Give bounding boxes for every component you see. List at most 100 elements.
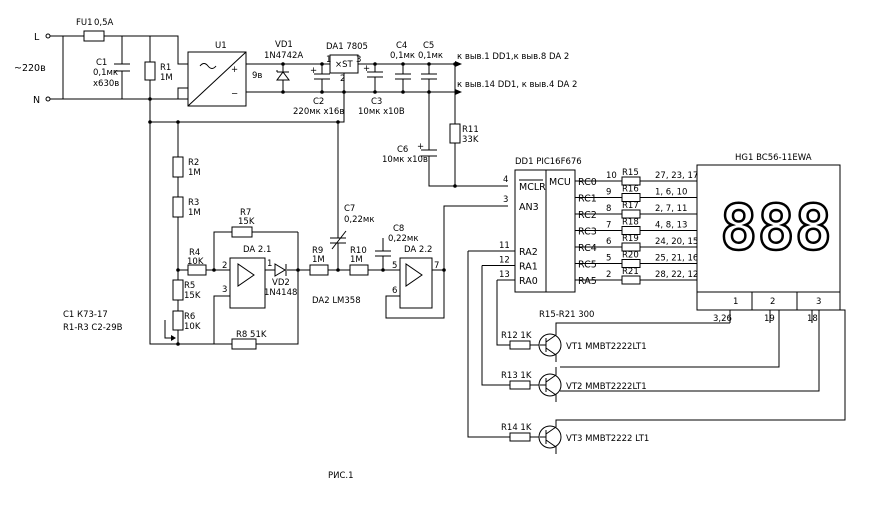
power-module-u1: + − U1 9в xyxy=(177,41,262,107)
vt2-label: VT2 MMBT2222LT1 xyxy=(566,382,647,392)
capacitor-c2: + C2 220мк х16в xyxy=(293,64,344,117)
r2-name: R2 xyxy=(188,158,199,168)
dd1-an3: AN3 xyxy=(519,202,539,213)
resistor-name: R16 xyxy=(622,185,639,195)
capacitor-c5: C5 0,1мк xyxy=(418,41,443,92)
transistor-vt1 xyxy=(538,333,562,357)
c3-value: 10мк х10В xyxy=(358,107,405,117)
resistor-r7 xyxy=(231,226,253,238)
dd1-pin3: 3 xyxy=(503,195,508,205)
c6-name: C6 xyxy=(397,145,408,155)
segment-pins: 1, 6, 10 xyxy=(655,188,687,198)
resistor-r5 xyxy=(172,279,184,301)
da21-name: DA 2.1 xyxy=(243,245,271,255)
display-pin-1: 3,26 xyxy=(713,314,732,324)
r10-value: 1М xyxy=(350,255,363,265)
mclr-network: + C6 10мк х10в R11 33K 4 xyxy=(382,64,508,188)
segment-pins: 25, 21, 16 xyxy=(655,254,698,264)
display-digits: 888 xyxy=(720,191,832,264)
transistor-vt3 xyxy=(538,425,562,449)
capacitor-c4: C4 0,1мк xyxy=(390,41,415,92)
resistor-name: R20 xyxy=(622,251,639,261)
r2-value: 1М xyxy=(188,168,201,178)
pin-number: 2 xyxy=(606,270,611,280)
resistor-r8 xyxy=(231,338,257,350)
r6-value: 10K xyxy=(184,322,201,332)
resistor-r3 xyxy=(172,196,184,218)
r1-value: 1М xyxy=(160,73,173,83)
dd1-resistor-note: R15-R21 300 xyxy=(539,310,594,320)
da1-pin2: 2 xyxy=(340,74,345,84)
segment-pins: 27, 23, 17 xyxy=(655,171,698,181)
segment-pins: 4, 8, 13 xyxy=(655,221,687,231)
da1-mark: ×ST xyxy=(335,60,354,70)
r5-value: 15K xyxy=(184,291,201,301)
mains-n-label: N xyxy=(33,95,40,106)
svg-text:−: − xyxy=(231,89,238,99)
display-cell-3: 3 xyxy=(816,297,821,307)
note-line1: C1 К73-17 xyxy=(63,310,108,320)
da22-p7: 7 xyxy=(434,261,439,271)
pin-name: RC5 xyxy=(578,260,597,271)
r11-name: R11 xyxy=(462,125,479,135)
rail-bottom-label: к выв.14 DD1, к выв.4 DA 2 xyxy=(457,80,577,90)
resistor-name: R17 xyxy=(622,201,639,211)
svg-text:+: + xyxy=(310,66,317,76)
c1-value: 0,1мк xyxy=(93,68,118,78)
pin-number: 5 xyxy=(606,254,611,264)
note-line2: R1-R3 C2-29В xyxy=(63,323,123,333)
da21-p3: 3 xyxy=(222,285,227,295)
da22-name: DA 2.2 xyxy=(404,245,432,255)
segment-pins: 2, 7, 11 xyxy=(655,204,687,214)
display-pin-2: 19 xyxy=(764,314,775,324)
da21-p1: 1 xyxy=(267,259,272,269)
c4-name: C4 xyxy=(396,41,407,51)
dd1-mclr: MCLR xyxy=(519,182,546,193)
segment-pins: 24, 20, 15 xyxy=(655,237,698,247)
vd1-value: 1N4742A xyxy=(264,51,303,61)
dd1-pin4: 4 xyxy=(503,175,508,185)
resistor-r6 xyxy=(172,310,184,331)
fuse-fu1 xyxy=(83,30,105,42)
c1-name: C1 xyxy=(96,58,107,68)
r11-value: 33K xyxy=(462,135,479,145)
pin-number: 7 xyxy=(606,221,611,231)
da1-name: DA1 7805 xyxy=(326,42,368,52)
r10-name: R10 xyxy=(350,246,367,256)
resistor-r13 xyxy=(509,380,531,390)
filter-stage: R9 1М R10 1М C7 0,22мк C8 0,22мк DA 2.2 … xyxy=(309,120,508,319)
c2-value: 220мк х16в xyxy=(293,107,344,117)
rail-top-label: к выв.1 DD1,к выв.8 DA 2 xyxy=(457,52,569,62)
da2-label: DA2 LM358 xyxy=(312,296,361,306)
capacitor-c3: + C3 10мк х10В xyxy=(358,64,405,117)
svg-text:+: + xyxy=(417,142,424,152)
svg-text:+: + xyxy=(363,64,370,74)
resistor-r12 xyxy=(509,340,531,350)
da22-p6: 6 xyxy=(392,286,397,296)
resistor-name: R21 xyxy=(622,267,639,277)
opamp-da2-1: DA 2.1 2 3 1 R7 15K R8 51K VD2 1N4148 xyxy=(212,208,310,350)
c5-name: C5 xyxy=(423,41,434,51)
pin-name: RA1 xyxy=(519,262,538,273)
r14-label: R14 1K xyxy=(501,423,532,433)
resistor-r21 xyxy=(621,275,641,285)
da21-p2: 2 xyxy=(222,261,227,271)
r7-name: R7 xyxy=(240,208,251,218)
c1-value2: х630в xyxy=(93,79,119,89)
pin-number: 13 xyxy=(499,270,510,280)
resistor-r15 xyxy=(621,176,641,186)
pin-number: 9 xyxy=(606,188,611,198)
mains-l-label: L xyxy=(34,32,40,43)
r4-value: 10K xyxy=(187,257,204,267)
pin-name: RC4 xyxy=(578,243,597,254)
vt1-label: VT1 MMBT2222LT1 xyxy=(566,342,647,352)
mains-voltage-label: ~220в xyxy=(14,63,46,74)
c8-name: C8 xyxy=(393,224,404,234)
